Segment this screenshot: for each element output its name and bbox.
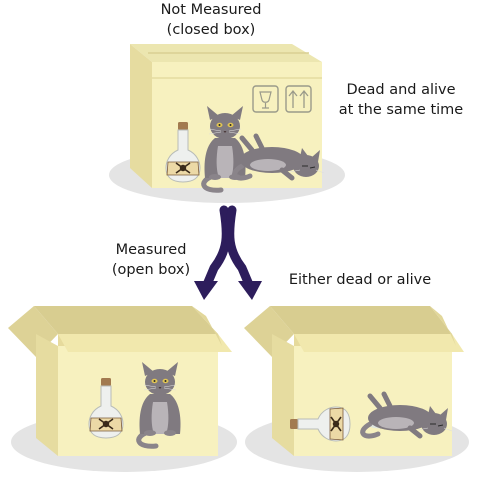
open-box-dead-scene: [244, 306, 469, 472]
box-flap-front: [294, 334, 464, 352]
open-box-alive-scene: [8, 306, 237, 472]
closed-box-scene: [109, 44, 345, 203]
fragile-glass-icon: [252, 85, 279, 113]
measured-label-line2: (open box): [111, 262, 191, 278]
closed-box-side: [130, 44, 152, 188]
superposition-label-line2: at the same time: [338, 102, 464, 118]
outcome-label: Either dead or alive: [288, 272, 432, 288]
measured-label-line1: Measured: [115, 242, 187, 258]
this-side-up-arrows-icon: [285, 85, 312, 113]
cat-alive: [139, 362, 181, 446]
superposition-label-line1: Dead and alive: [346, 82, 456, 98]
arrow-head-left: [194, 281, 218, 300]
closed-box-title-line2: (closed box): [166, 22, 256, 38]
box-flap-front: [58, 334, 232, 352]
branching-arrow: [194, 205, 262, 300]
closed-box-title-line1: Not Measured: [160, 2, 262, 18]
arrow-head-right: [238, 281, 262, 300]
